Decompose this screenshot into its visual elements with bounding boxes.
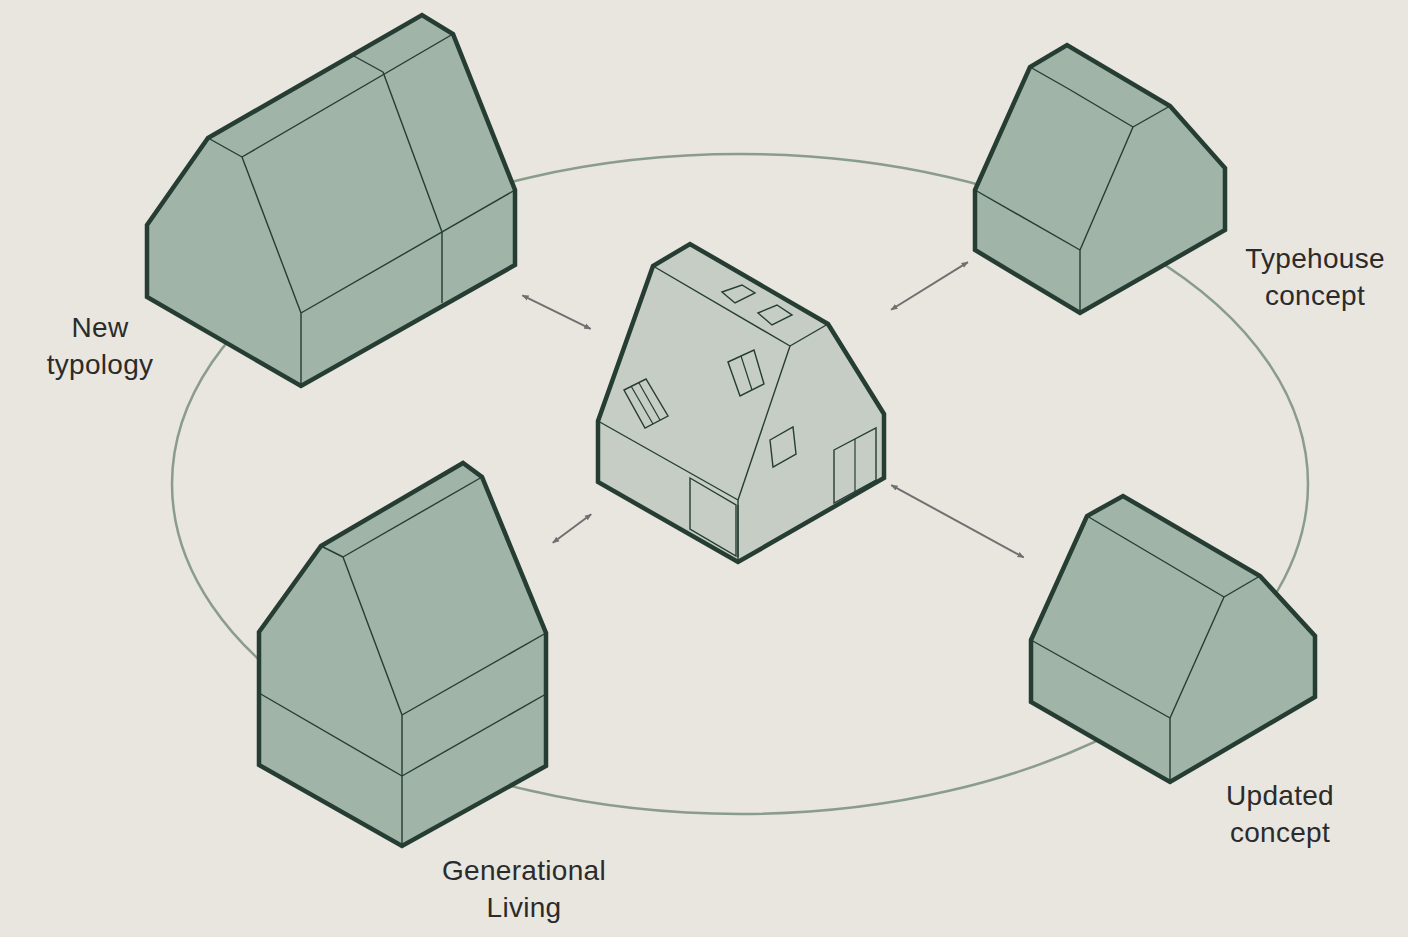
house-edge: [1169, 718, 1170, 782]
window-opening: [770, 427, 796, 467]
house-node: Generational Living: [257, 461, 548, 848]
house-edge: [441, 232, 442, 303]
window-opening: [834, 428, 876, 503]
house-edge: [1170, 597, 1224, 718]
house-edge: [321, 546, 343, 557]
house-outline: [598, 244, 884, 562]
house-edge: [343, 477, 482, 557]
window-opening: [624, 379, 668, 428]
house-label: Updated concept: [1195, 778, 1365, 852]
window-opening: [728, 350, 764, 396]
house-edge: [1031, 640, 1170, 718]
house-drawing: [596, 242, 886, 564]
house-edge: [352, 55, 383, 72]
house-edge: [208, 138, 242, 157]
house-edge: [738, 346, 790, 500]
centre-house: [596, 242, 886, 564]
window-mullion: [639, 383, 660, 420]
window-mullion: [737, 505, 738, 557]
house-edge: [1030, 67, 1067, 88]
double-arrow: [891, 262, 968, 310]
house-edge: [402, 633, 546, 715]
window-opening: [722, 285, 755, 303]
house-outline: [975, 45, 1225, 313]
house-edge: [301, 190, 515, 313]
house-outline: [259, 463, 546, 846]
double-arrow: [891, 485, 1023, 557]
window-mullion: [854, 439, 855, 492]
house-edge: [1087, 516, 1224, 597]
house-edge: [790, 324, 828, 346]
house-edge: [1079, 250, 1080, 313]
house-edge: [401, 715, 402, 846]
house-drawing: [145, 13, 517, 389]
window-opening: [690, 478, 736, 556]
house-node: Typehouse concept: [973, 45, 1227, 315]
house-edge: [402, 694, 546, 776]
house-edge: [598, 421, 738, 500]
house-edge: [975, 190, 1080, 250]
house-drawing: [257, 461, 548, 848]
house-edge: [653, 266, 790, 346]
double-arrow: [553, 514, 591, 543]
house-drawing: [1029, 494, 1317, 784]
house-edge: [1080, 127, 1133, 250]
house-drawing: [973, 45, 1227, 315]
house-edge: [1224, 576, 1260, 597]
double-arrow: [522, 295, 590, 329]
house-label: Generational Living: [424, 853, 624, 927]
house-edge: [242, 157, 301, 313]
window-mullion: [741, 356, 752, 390]
house-edge: [1067, 88, 1133, 127]
house-label: New typology: [30, 310, 170, 384]
house-edge: [300, 313, 301, 386]
house-node: New typology: [145, 13, 517, 389]
window-mullion: [631, 386, 653, 424]
house-edge: [343, 557, 402, 715]
house-label: Typehouse concept: [1235, 241, 1395, 315]
house-outline: [147, 15, 515, 386]
house-edge: [259, 693, 402, 776]
house-edge: [242, 34, 453, 157]
window-opening: [758, 305, 792, 325]
house-edge: [737, 500, 738, 562]
house-outline: [1031, 496, 1315, 782]
house-edge: [1133, 106, 1170, 127]
house-node: Updated concept: [1029, 494, 1317, 784]
house-edge: [383, 72, 442, 232]
